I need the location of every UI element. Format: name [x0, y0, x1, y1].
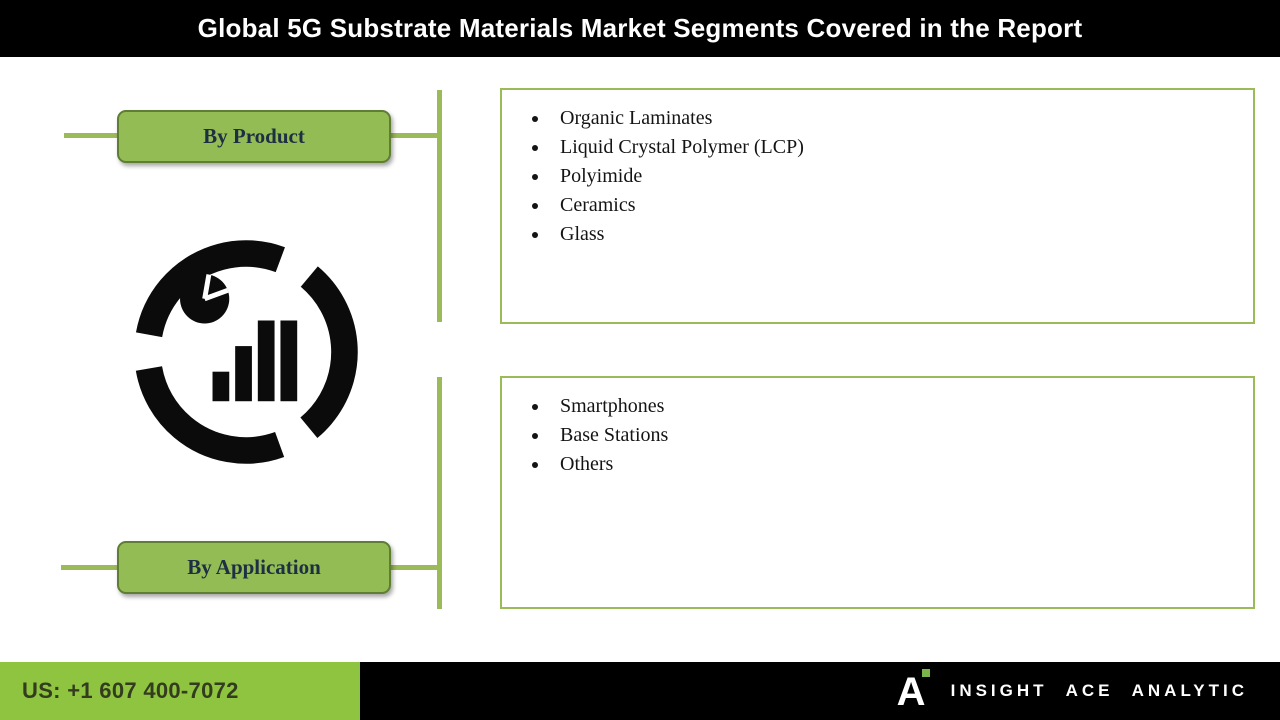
logo-letter: A: [896, 670, 926, 714]
segment-label-by-application: By Application: [117, 541, 391, 594]
bullet-item: Smartphones: [550, 392, 1233, 421]
footer-contact-block: US: +1 607 400-7072: [0, 662, 360, 720]
contact-phone: US: +1 607 400-7072: [22, 678, 239, 703]
product-items-list: Organic LaminatesLiquid Crystal Polymer …: [550, 104, 1233, 249]
application-items-box: SmartphonesBase StationsOthers: [500, 376, 1255, 609]
bullet-item: Others: [550, 450, 1233, 479]
segment-label-text: By Application: [187, 555, 321, 579]
bullet-item: Liquid Crystal Polymer (LCP): [550, 133, 1233, 162]
segment-label-text: By Product: [203, 124, 305, 148]
brand-block: A INSIGHT ACE ANALYTIC: [897, 662, 1248, 720]
connector-line-product-right: [391, 133, 438, 138]
connector-line-application-left: [61, 565, 117, 570]
pie-and-bar-chart-icon: [118, 224, 374, 480]
bullet-item: Glass: [550, 220, 1233, 249]
page-title: Global 5G Substrate Materials Market Seg…: [197, 13, 1083, 43]
brand-name: INSIGHT ACE ANALYTIC: [950, 681, 1248, 700]
bullet-item: Organic Laminates: [550, 104, 1233, 133]
bullet-item: Ceramics: [550, 191, 1233, 220]
bullet-item: Base Stations: [550, 421, 1233, 450]
connector-line-product-vertical: [437, 90, 442, 322]
connector-line-application-right: [391, 565, 438, 570]
logo-green-dot: [921, 669, 930, 677]
connector-line-application-vertical: [437, 377, 442, 609]
bullet-item: Polyimide: [550, 162, 1233, 191]
application-items-list: SmartphonesBase StationsOthers: [550, 392, 1233, 479]
insight-ace-logo-icon: A: [897, 668, 931, 714]
product-items-box: Organic LaminatesLiquid Crystal Polymer …: [500, 88, 1255, 324]
segment-label-by-product: By Product: [117, 110, 391, 163]
header-bar: Global 5G Substrate Materials Market Seg…: [0, 0, 1280, 57]
connector-line-product-left: [64, 133, 117, 138]
